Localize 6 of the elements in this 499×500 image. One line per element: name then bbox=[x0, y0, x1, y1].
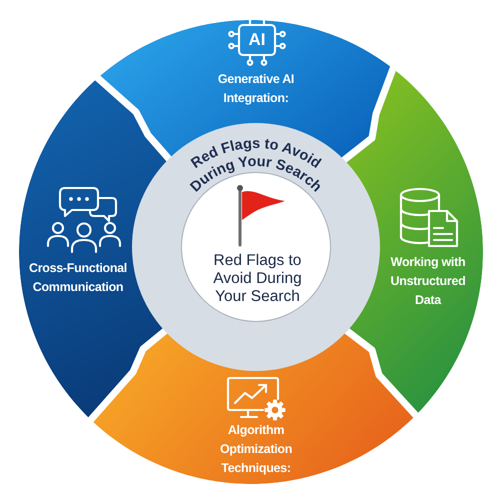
center-label: Red Flags to Avoid During Your Search bbox=[212, 252, 303, 306]
segment-label: Cross-Functional Communication bbox=[28, 260, 128, 296]
chip-label: AI bbox=[248, 30, 266, 50]
segment-label: Working with Unstructured Data bbox=[390, 254, 466, 309]
segment-label: Algorithm Optimization Techniques: bbox=[218, 422, 294, 477]
segment-label: Generative AI Integration: bbox=[216, 71, 296, 107]
